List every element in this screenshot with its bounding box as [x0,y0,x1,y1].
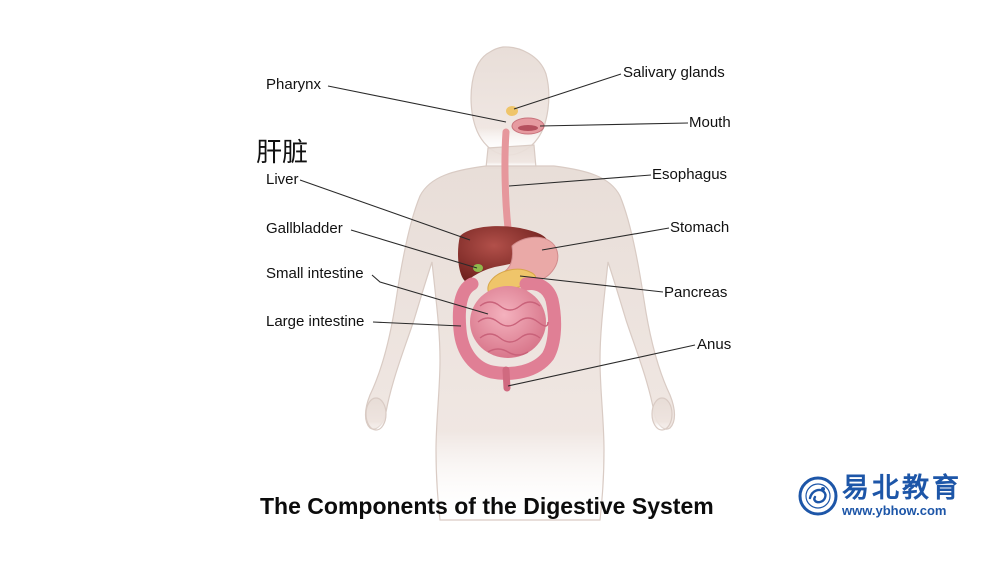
small-intestine-shape [470,286,549,358]
brand-url: www.ybhow.com [842,503,947,518]
gallbladder-leader [350,229,478,269]
diagram-caption: The Components of the Digestive System [260,493,714,519]
label-liver-chinese: 肝脏 [256,138,309,168]
pancreas-leader [519,275,664,293]
leader-lines [299,73,696,387]
anus-shape [502,366,511,392]
label-large-intestine: Large intestine [266,313,365,330]
small-intestine-leader [371,274,489,315]
label-stomach: Stomach [670,219,730,236]
label-salivary-glands: Salivary glands [623,64,725,81]
label-gallbladder: Gallbladder [266,220,343,237]
brand-logo-icon [798,476,838,516]
salivary-leader [513,73,622,110]
label-esophagus: Esophagus [652,166,728,183]
label-pancreas: Pancreas [664,284,728,301]
label-mouth: Mouth [689,114,731,131]
brand-watermark: 易北教育 www.ybhow.com [798,474,978,522]
pharynx-leader [327,85,507,123]
label-liver: Liver [266,171,299,188]
liver-leader [299,179,471,241]
esophagus-shape [501,128,512,232]
large-intestine-leader [372,321,462,327]
stomach-leader [541,227,670,251]
salivary-gland-shape [506,106,518,116]
gallbladder-shape [473,264,483,272]
brand-name: 易北教育 [842,473,962,504]
anus-leader [507,344,696,387]
label-small-intestine: Small intestine [266,265,364,282]
mouth-leader [539,122,689,127]
label-pharynx: Pharynx [266,76,322,93]
esophagus-leader [508,174,652,187]
label-anus: Anus [697,336,732,353]
